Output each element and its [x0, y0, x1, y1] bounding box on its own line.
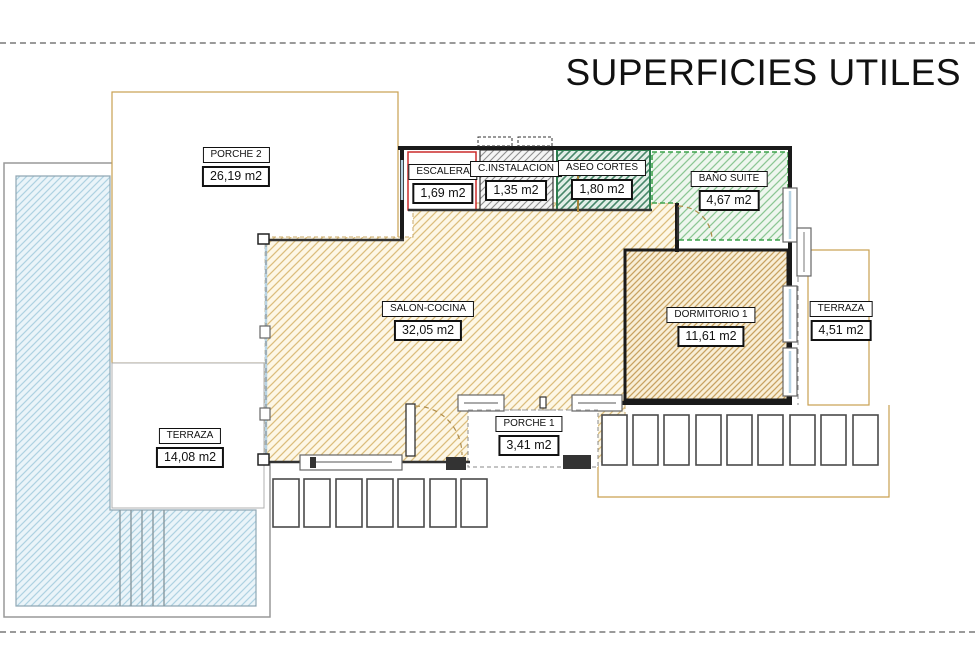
page-title: SUPERFICIES UTILES [565, 52, 961, 93]
salon-west-window-wall [257, 233, 271, 466]
label-terraza-left: TERRAZA 14,08 m2 [155, 428, 225, 468]
room-name: DORMITORIO 1 [666, 307, 756, 323]
north-vents [477, 136, 553, 147]
east-windows [782, 187, 812, 397]
room-area: 1,80 m2 [571, 178, 633, 200]
bottom-boundary-dashed-line [0, 631, 975, 633]
room-area: 4,67 m2 [698, 189, 760, 211]
room-name: ASEO CORTES [557, 160, 647, 176]
room-area: 4,51 m2 [810, 319, 872, 341]
label-salon-cocina: SALON-COCINA 32,05 m2 [381, 301, 475, 341]
doors [405, 205, 713, 457]
label-aseo-cortes: ASEO CORTES 1,80 m2 [557, 160, 647, 200]
room-name: PORCHE 1 [495, 416, 563, 432]
pool-steps [119, 510, 165, 606]
room-name: C.INSTALACION [470, 161, 562, 177]
swimming-pool [15, 175, 257, 607]
room-area: 3,41 m2 [498, 434, 560, 456]
room-name: PORCHE 2 [202, 147, 270, 163]
room-area: 26,19 m2 [201, 165, 271, 187]
label-bano-suite: BAÑO SUITE 4,67 m2 [690, 171, 768, 211]
room-name: TERRAZA [158, 428, 222, 444]
top-boundary-dashed-line [0, 42, 975, 44]
room-area: 32,05 m2 [393, 319, 463, 341]
room-region-dormitorio-1 [623, 248, 790, 402]
label-terraza-right: TERRAZA 4,51 m2 [809, 301, 873, 341]
paver-row-center [272, 478, 488, 528]
room-area: 1,69 m2 [412, 182, 474, 204]
room-name: SALON-COCINA [381, 301, 475, 317]
room-area: 11,61 m2 [677, 325, 745, 347]
room-area: 1,35 m2 [485, 179, 547, 201]
label-c-instalacion: C.INSTALACION 1,35 m2 [470, 161, 562, 201]
room-name: ESCALERA [408, 164, 478, 180]
paver-row-right [601, 414, 879, 466]
room-name: BAÑO SUITE [690, 171, 768, 187]
label-escalera: ESCALERA 1,69 m2 [408, 164, 478, 204]
label-dormitorio-1: DORMITORIO 1 11,61 m2 [666, 307, 756, 347]
label-porche-1: PORCHE 1 3,41 m2 [495, 416, 563, 456]
room-name: TERRAZA [809, 301, 873, 317]
room-area: 14,08 m2 [155, 446, 225, 468]
label-porche-2: PORCHE 2 26,19 m2 [201, 147, 271, 187]
south-windows [299, 394, 623, 471]
